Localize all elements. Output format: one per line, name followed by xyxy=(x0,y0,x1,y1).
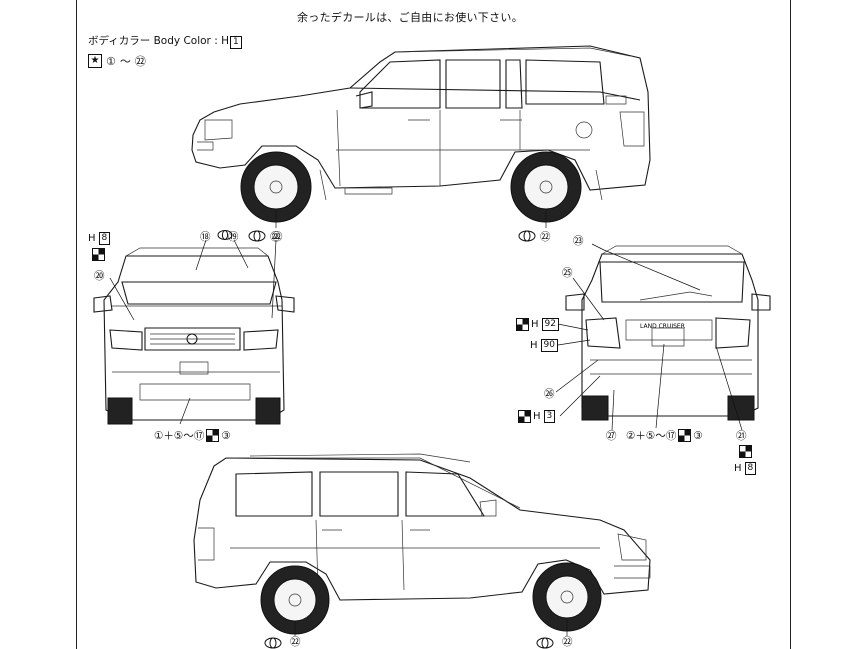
rear-label-21: ㉑ xyxy=(736,430,747,442)
front-label-20: ⑳ xyxy=(94,270,105,282)
decal-range-to: ㉒ xyxy=(134,55,146,68)
front-checker-decal xyxy=(92,248,105,261)
front-label-18: ⑱ xyxy=(200,231,211,243)
toyota-logo-icon xyxy=(217,230,233,240)
side-view-bottom xyxy=(193,453,651,636)
rear-label-27: ㉗ xyxy=(606,430,617,442)
side-bottom-rear-wheel-label: ㉒ xyxy=(562,636,573,648)
decal-range: ★ ① ～ ㉒ xyxy=(88,53,146,69)
frame-right-border xyxy=(790,0,791,649)
checker-decal-icon xyxy=(739,445,752,458)
checker-decal-icon xyxy=(516,318,529,331)
front-view xyxy=(93,239,295,425)
front-bottom-label: ①＋⑤～⑰ ③ xyxy=(154,429,231,442)
rear-view xyxy=(555,243,771,431)
frame-left-border xyxy=(76,0,77,649)
rear-label-23: ㉓ xyxy=(573,235,584,247)
rear-label-26: ㉖ xyxy=(544,388,555,400)
toyota-logo-icon xyxy=(518,230,536,242)
checker-decal-icon xyxy=(92,248,105,261)
front-label-19: ⑲ xyxy=(228,231,239,243)
front-paint-code: 8 xyxy=(98,232,111,245)
toyota-logo-icon xyxy=(536,637,554,649)
star-icon: ★ xyxy=(88,54,102,68)
checker-decal-icon xyxy=(518,410,531,423)
rear-checker-decal xyxy=(739,445,752,458)
decal-range-from: ① xyxy=(106,54,116,68)
body-color-label: ボディカラー Body Color : H xyxy=(88,35,229,47)
rear-bottom-label: ②＋⑤～⑰ ③ xyxy=(626,429,703,442)
rear-emblem-text: LAND CRUISER xyxy=(640,323,685,330)
header-note: 余ったデカールは、ご自由にお使い下さい。 xyxy=(297,11,523,24)
side-top-front-wheel-label: ㉒ xyxy=(272,231,283,243)
side-bottom-front-wheel-label: ㉒ xyxy=(290,636,301,648)
side-top-rear-wheel-label: ㉒ xyxy=(540,231,551,243)
side-view-top xyxy=(191,45,651,228)
rear-label-25: ㉕ xyxy=(562,267,573,279)
checker-decal-icon xyxy=(206,429,220,442)
toyota-logo-icon xyxy=(248,230,266,242)
body-color-code: 1 xyxy=(229,36,242,49)
front-label-22: ㉒ xyxy=(270,231,281,243)
toyota-logo-icon xyxy=(264,637,282,649)
decal-range-sep: ～ xyxy=(119,55,131,68)
checker-decal-icon xyxy=(678,429,692,442)
